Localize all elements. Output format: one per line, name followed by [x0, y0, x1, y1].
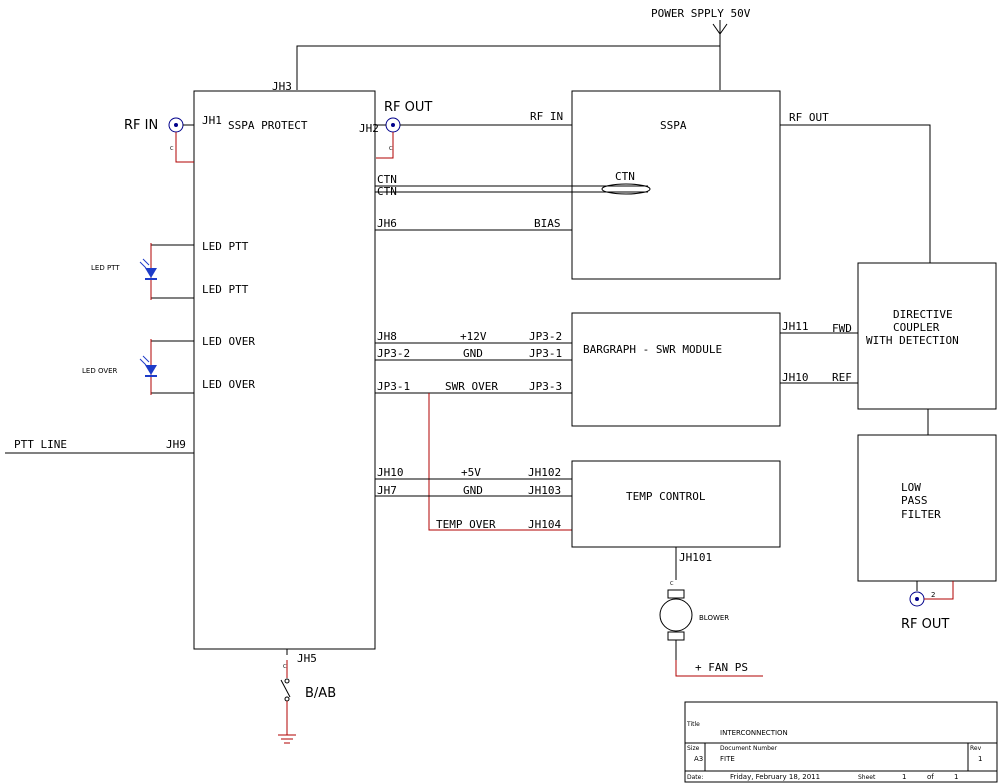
- ctn-label-2: CTN: [377, 185, 397, 198]
- swr-over-label: SWR OVER: [445, 380, 498, 393]
- size-header: Size: [687, 745, 700, 752]
- switch-label: B/AB: [305, 686, 336, 701]
- coupler-line-3: WITH DETECTION: [866, 334, 959, 347]
- document-number-header: Document Number: [720, 745, 778, 752]
- sheet-of: of: [927, 773, 934, 781]
- ptt-line-label: PTT LINE: [14, 438, 67, 451]
- lpf-line-1: LOW: [901, 481, 921, 494]
- rf-out-bottom-label: RF OUT: [901, 617, 949, 632]
- led-ptt-pin-1: LED PTT: [202, 240, 249, 253]
- svg-text:C: C: [389, 146, 393, 152]
- size-value: A3: [694, 755, 703, 763]
- ctn-label-1: CTN: [377, 173, 397, 186]
- jh104-label: JH104: [528, 518, 561, 531]
- coupler-line-1: DIRECTIVE: [893, 308, 953, 321]
- date-header: Date:: [687, 774, 703, 781]
- blower-label: BLOWER: [699, 614, 729, 622]
- sspa-bias-label: BIAS: [534, 217, 561, 230]
- lpf-line-3: FILTER: [901, 508, 941, 521]
- jh6-label: JH6: [377, 217, 397, 230]
- bargraph-jh10-label: JH10: [782, 371, 809, 384]
- plus-5v-label: +5V: [461, 466, 481, 479]
- sheet-number: 1: [902, 773, 906, 781]
- rf-in-connector: C: [168, 117, 194, 163]
- led-ptt-pin-2: LED PTT: [202, 283, 249, 296]
- bab-switch: C: [278, 649, 296, 744]
- jh11-label: JH11: [782, 320, 809, 333]
- title-header: Title: [686, 721, 700, 728]
- power-supply-label: POWER SPPLY 50V: [651, 7, 751, 20]
- jp3-3-label: JP3-3: [529, 380, 562, 393]
- fan-ps-label: + FAN PS: [695, 661, 748, 674]
- svg-text:C: C: [170, 146, 174, 152]
- low-pass-filter-block: [857, 434, 997, 582]
- sspa-protect-title: SSPA PROTECT: [228, 119, 308, 132]
- sspa-rf-in-label: RF IN: [530, 110, 563, 123]
- temp-control-title: TEMP CONTROL: [626, 490, 706, 503]
- sspa-block: [571, 90, 781, 280]
- rf-out-label: RF OUT: [384, 100, 432, 115]
- rev-value: 1: [978, 755, 982, 763]
- date-value: Friday, February 18, 2011: [730, 773, 820, 781]
- blower-motor: C: [659, 547, 763, 677]
- jh3-label: JH3: [272, 80, 292, 93]
- coupler-line-2: COUPLER: [893, 321, 940, 334]
- sheet-total: 1: [954, 773, 958, 781]
- drawing-title: INTERCONNECTION: [720, 729, 788, 737]
- jp3-1-right-label: JP3-1: [529, 347, 562, 360]
- jh10-left-label: JH10: [377, 466, 404, 479]
- ref-label: REF: [832, 371, 852, 384]
- sspa-rf-out-label: RF OUT: [789, 111, 829, 124]
- directive-coupler-block: [857, 262, 997, 410]
- led-ptt-side-label: LED PTT: [91, 264, 120, 272]
- fwd-label: FWD: [832, 322, 852, 335]
- power-supply-wiring: [296, 20, 728, 90]
- jp3-2-right-label: JP3-2: [529, 330, 562, 343]
- jh5-label: JH5: [297, 652, 317, 665]
- jh101-label: JH101: [679, 551, 712, 564]
- led-over-pin-2: LED OVER: [202, 378, 255, 391]
- rev-header: Rev: [970, 745, 982, 752]
- over-signal-wire: [428, 393, 572, 531]
- bargraph-title: BARGRAPH - SWR MODULE: [583, 343, 722, 356]
- led-ptt-diode: [139, 243, 157, 300]
- title-block: Title INTERCONNECTION Size A3 Document N…: [684, 701, 998, 783]
- temp-gnd-label: GND: [463, 484, 483, 497]
- svg-text:C: C: [670, 581, 674, 587]
- bargraph-gnd-label: GND: [463, 347, 483, 360]
- temp-control-block: [571, 460, 781, 548]
- jp3-2-left-label: JP3-2: [377, 347, 410, 360]
- plus-12v-label: +12V: [460, 330, 487, 343]
- sspa-title: SSPA: [660, 119, 687, 132]
- jh8-label: JH8: [377, 330, 397, 343]
- jh1-label: JH1: [202, 114, 222, 127]
- sspa-ctn-label: CTN: [615, 170, 635, 183]
- jh2-label: JH2: [359, 122, 379, 135]
- led-over-pin-1: LED OVER: [202, 335, 255, 348]
- sspa-protect-block: [193, 90, 376, 650]
- jh7-label: JH7: [377, 484, 397, 497]
- document-number: FITE: [720, 755, 735, 763]
- temp-over-label: TEMP OVER: [436, 518, 496, 531]
- svg-text:C: C: [283, 664, 287, 670]
- led-over-side-label: LED OVER: [82, 367, 118, 375]
- sheet-header: Sheet: [858, 774, 876, 781]
- jh103-label: JH103: [528, 484, 561, 497]
- bargraph-swr-block: [571, 312, 781, 427]
- rf-out-connector: C: [375, 117, 572, 159]
- jh9-label: JH9: [166, 438, 186, 451]
- rf-out-bottom-connector: [909, 581, 954, 607]
- lpf-line-2: PASS: [901, 494, 928, 507]
- jp3-1-left-label: JP3-1: [377, 380, 410, 393]
- jh102-label: JH102: [528, 466, 561, 479]
- rf-in-label: RF IN: [124, 118, 158, 133]
- led-over-diode: [139, 339, 157, 395]
- pin-2-label: 2: [931, 591, 935, 599]
